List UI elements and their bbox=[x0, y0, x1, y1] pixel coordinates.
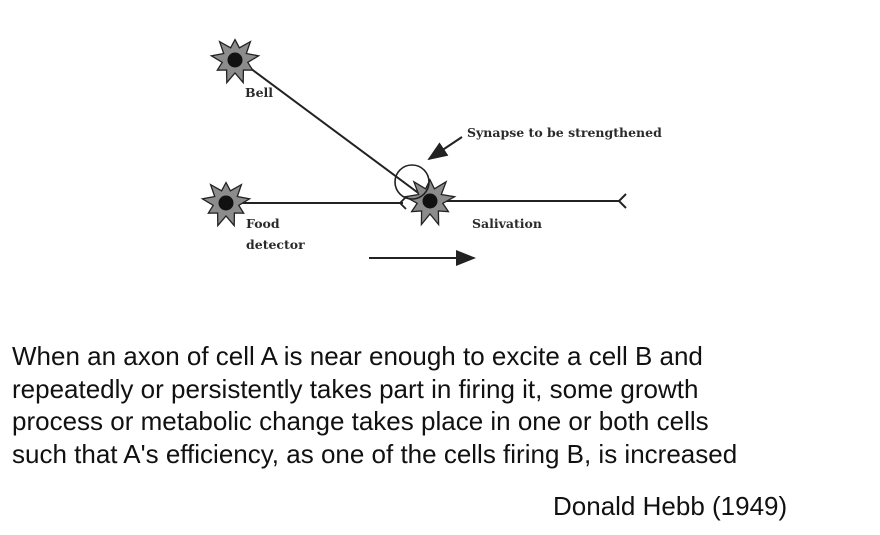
hebbian-diagram: Bell Synapse to be strengthened Food det… bbox=[200, 38, 662, 266]
synapse-label: Synapse to be strengthened bbox=[467, 125, 662, 140]
salivation-label: Salivation bbox=[472, 216, 542, 231]
bell-neuron bbox=[209, 38, 261, 85]
detector-label: detector bbox=[246, 237, 305, 252]
quote-line: process or metabolic change takes place … bbox=[12, 406, 709, 436]
attribution: Donald Hebb (1949) bbox=[553, 491, 788, 521]
synapse-pointer-arrow bbox=[427, 136, 463, 161]
bell-label: Bell bbox=[245, 85, 273, 100]
food-detector-neuron bbox=[200, 181, 252, 228]
salivation-neuron bbox=[403, 178, 457, 227]
quote-line: When an axon of cell A is near enough to… bbox=[12, 341, 703, 371]
quote-line: such that A's efficiency, as one of the … bbox=[12, 438, 738, 469]
food-synapse-terminal bbox=[398, 196, 407, 210]
bell-axon bbox=[249, 67, 422, 196]
hebb-quote: When an axon of cell A is near enough to… bbox=[12, 340, 872, 470]
synapse-circle bbox=[394, 164, 430, 200]
axon-terminal bbox=[617, 193, 627, 209]
food-label: Food bbox=[246, 216, 280, 231]
quote-line: repeatedly or persistently takes part in… bbox=[12, 373, 699, 404]
